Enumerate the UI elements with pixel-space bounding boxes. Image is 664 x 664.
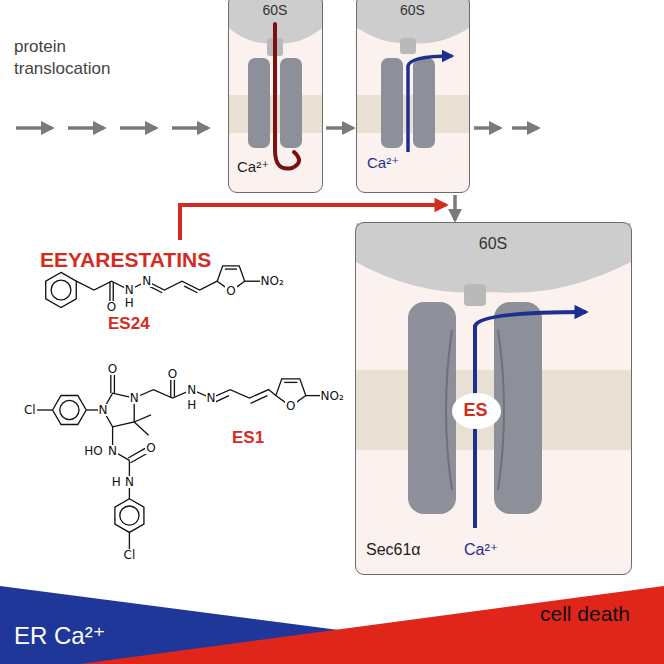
membrane <box>356 370 631 450</box>
node-text: ES <box>464 401 488 421</box>
atom-label: N <box>186 384 197 396</box>
channel-panel: 60S Sec61α Ca²⁺ ES <box>355 222 632 575</box>
atom-label: H <box>124 297 135 309</box>
ribosome <box>356 223 631 293</box>
atom-label: N <box>107 445 118 457</box>
svg-line <box>113 282 114 301</box>
ribosome-exit <box>464 284 486 306</box>
svg-line <box>134 422 148 435</box>
svg-line <box>131 453 148 463</box>
node-text: 60S <box>263 3 288 18</box>
compound-name: ES1 <box>232 428 264 448</box>
node-text: Ca²⁺ <box>464 541 498 559</box>
svg-line <box>474 126 500 130</box>
sec61-half <box>494 302 542 514</box>
sec61-half <box>413 58 435 148</box>
atom-label: O <box>107 363 118 375</box>
sec61-half <box>408 302 456 514</box>
atom-label: N <box>206 392 217 404</box>
atom-label: N <box>124 476 135 488</box>
atom-label: Cl <box>123 549 137 561</box>
svg-polygon <box>115 499 144 533</box>
es24-structure <box>46 266 264 308</box>
ribosome <box>357 0 469 43</box>
svg-line <box>172 126 208 130</box>
bar-ground <box>0 584 664 664</box>
compound-name: ES24 <box>108 314 150 334</box>
es1-structure <box>36 372 322 550</box>
svg-circle <box>60 400 79 419</box>
cell-death-wedge <box>80 586 664 664</box>
node-text: 60S <box>479 235 507 253</box>
atom-label: O <box>285 400 296 412</box>
node-text: Ca²⁺ <box>237 159 269 176</box>
atom-label: HO <box>83 445 103 457</box>
node-text: 60S <box>400 3 425 18</box>
atom-label: N <box>98 404 109 416</box>
svg-line <box>16 126 52 130</box>
atom-label: N <box>129 392 140 404</box>
svg-line <box>36 409 53 410</box>
atom-label: NO₂ <box>260 275 285 287</box>
svg-line <box>251 396 268 404</box>
channel-panel: 60S Ca²⁺ <box>228 0 323 193</box>
calcium-leak-arrow <box>408 56 452 152</box>
atom-label: H <box>111 476 122 488</box>
process-label: protein translocation <box>14 36 132 80</box>
atom-label: NO₂ <box>320 390 345 402</box>
sec61-half <box>280 58 302 148</box>
panel-ground <box>355 222 632 575</box>
node-text: Sec61α <box>366 541 421 559</box>
svg-line <box>120 126 156 130</box>
sec61-half <box>381 58 403 148</box>
compound-class: EEYARESTATINS <box>40 248 211 272</box>
atom-label: O <box>145 442 156 454</box>
node-text: Ca²⁺ <box>367 155 399 172</box>
channel-panel: 60S Ca²⁺ <box>356 0 470 193</box>
atom-label: O <box>167 368 178 380</box>
atom-label: O <box>106 301 117 313</box>
ribosome-exit <box>400 38 416 54</box>
flow-arrow <box>453 195 457 220</box>
panel-ground <box>228 0 323 193</box>
polypeptide <box>275 24 299 169</box>
atom-label: O <box>225 285 236 297</box>
svg-line <box>225 268 237 269</box>
svg-line <box>184 286 197 293</box>
inhibitor-circle: ES <box>452 393 501 429</box>
svg-line <box>512 126 538 130</box>
panel-ground <box>356 0 470 193</box>
atom-label: Cl <box>23 404 37 416</box>
svg-circle <box>120 506 139 525</box>
gradient-label: ER Ca²⁺ <box>14 622 105 650</box>
svg-polygon <box>46 272 77 307</box>
sec61-half <box>248 58 270 148</box>
atom-label: N <box>124 284 135 296</box>
svg-circle <box>51 280 71 300</box>
gradient-label: cell death <box>540 602 630 626</box>
svg-line <box>68 126 104 130</box>
svg-line <box>284 382 297 383</box>
svg-line <box>129 532 130 549</box>
atom-label: N <box>141 275 152 287</box>
svg-line <box>134 415 151 422</box>
svg-line <box>109 281 110 301</box>
svg-polygon <box>53 395 87 424</box>
atom-label: H <box>186 399 197 411</box>
flow-arrow <box>326 126 353 130</box>
